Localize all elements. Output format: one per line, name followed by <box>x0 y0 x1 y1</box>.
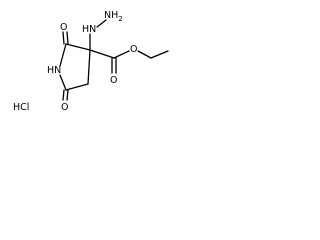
ester-carbonyl-o-label: O <box>110 75 117 86</box>
ester-single-o-label: O <box>130 44 137 55</box>
ring-carbonyl-o-bottom-label: O <box>61 102 68 113</box>
ethyl-ester <box>89 49 169 74</box>
bond-n1-c5 <box>59 74 67 91</box>
hydrazino-nh2-label: NH2 <box>104 10 123 23</box>
bond-c2-o-top-a <box>62 31 65 45</box>
bond-nh-nh2 <box>96 19 107 28</box>
pyrrolidine-ring <box>59 43 91 91</box>
bond-c2-o-top-b <box>66 31 69 45</box>
ring-carbonyls <box>62 31 69 101</box>
bond-ch2-ch3 <box>150 50 169 59</box>
ring-nh-label: HN <box>47 65 61 76</box>
bond-c5-o-bottom-a <box>62 89 65 101</box>
bond-c3-c2 <box>65 43 91 51</box>
chemical-structure: HN NH2 O HN O O O HCl <box>13 10 169 113</box>
bond-c5-o-bottom-b <box>66 89 69 101</box>
hydrazino-nh-label: HN <box>82 24 96 35</box>
ring-carbonyl-o-top-label: O <box>60 22 67 33</box>
bond-c5-c4 <box>65 83 89 91</box>
bond-c4-c3 <box>87 49 91 85</box>
bond-ester-c-o-single <box>113 50 130 59</box>
hydrazino-nh2-text: NH <box>104 10 118 21</box>
hydrazino-nh2-subscript: 2 <box>118 15 122 23</box>
bond-o-ch2 <box>137 50 152 59</box>
bond-c3-ester-c <box>89 49 115 59</box>
bond-c2-n1 <box>59 43 67 67</box>
hcl-salt-label: HCl <box>13 102 29 113</box>
hydrazino-group <box>89 19 107 51</box>
